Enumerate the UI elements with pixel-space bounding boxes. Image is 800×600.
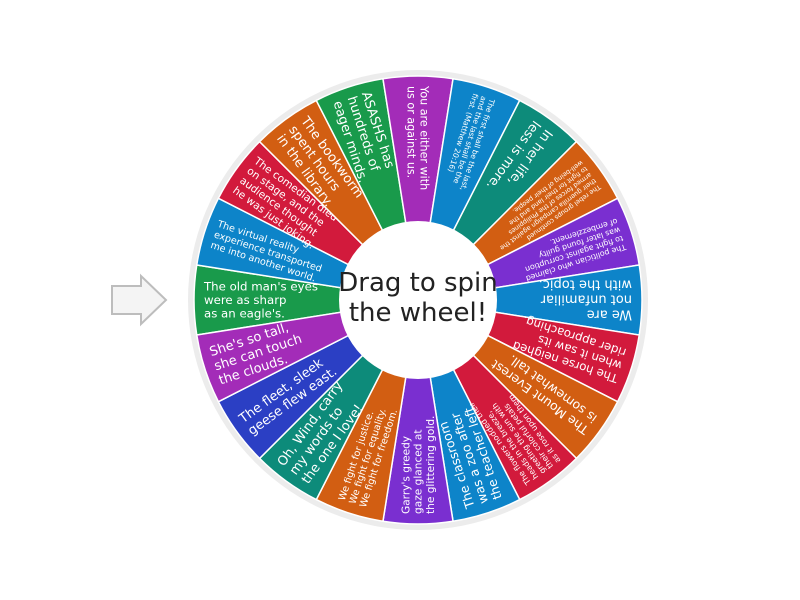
wheel-segment-label-line: The old man's eyes: [203, 280, 318, 294]
wheel-segment-label-line: gaze glanced at: [413, 430, 425, 515]
wheel-segment-label-line: Garry's greedy: [401, 436, 413, 514]
wheel-segment-label-line: us or against us.: [405, 86, 418, 178]
wheel-segment-label: We arenot unfamiliarwith the topic.: [539, 277, 632, 322]
wheel-segment-label: You are either withus or against us.: [405, 85, 431, 190]
arrow-right-icon: [111, 273, 168, 327]
wheel-segment-label-line: the glittering gold.: [425, 416, 437, 514]
wheel-segment-label-line: as an eagle's.: [204, 307, 285, 321]
wheel-segment-label-line: were as sharp: [204, 293, 287, 307]
wheel-hub[interactable]: [339, 221, 497, 379]
wheel-segment-label-line: We are: [587, 306, 632, 321]
wheel-segment-label-line: with the topic.: [539, 277, 632, 292]
wheel-segment-label: Garry's greedygaze glanced atthe glitter…: [401, 416, 437, 514]
hub-label-line-1[interactable]: Drag to spin: [338, 268, 498, 298]
wheel-segment-label-line: not unfamiliar: [540, 291, 632, 306]
hub-label-line-2[interactable]: the wheel!: [349, 298, 487, 328]
wheel-segment-label-line: You are either with: [418, 85, 431, 190]
